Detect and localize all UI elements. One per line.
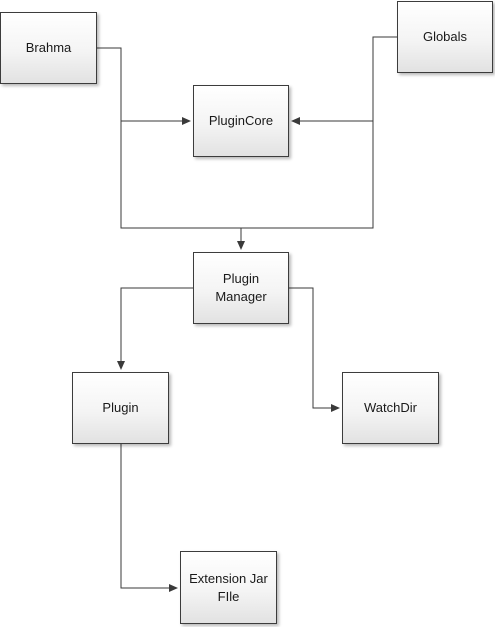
edge-globals-to-plugincore [291, 36, 397, 125]
node-extension-jar-file: Extension Jar FIle [180, 551, 277, 624]
node-watchdir-label: WatchDir [364, 400, 417, 415]
edge-globals-to-plugin-manager [241, 121, 374, 229]
node-extension-jar-label-line1: Extension Jar [189, 570, 268, 586]
node-brahma: Brahma [0, 12, 97, 84]
edge-plugin-manager-to-watchdir [289, 287, 340, 412]
node-plugin-manager-label-line2: Manager [215, 289, 267, 304]
edge-brahma-to-plugin-manager [120, 121, 241, 229]
node-watchdir: WatchDir [342, 372, 439, 444]
edge-brahma-to-plugincore [97, 47, 191, 125]
node-brahma-label: Brahma [25, 40, 72, 55]
node-plugin-manager: Plugin Manager [193, 252, 289, 324]
edge-plugin-to-extension-jar [120, 444, 178, 592]
node-plugin-label: Plugin [102, 400, 139, 415]
edge-plugin-manager-to-plugin [117, 287, 193, 370]
node-plugincore-label: PluginCore [208, 113, 274, 128]
node-extension-jar-label-line2: FIle [217, 588, 240, 604]
node-plugin-manager-label-line1: Plugin [222, 271, 260, 286]
node-plugincore: PluginCore [193, 85, 289, 157]
node-plugin: Plugin [72, 372, 169, 444]
node-globals-label: Globals [422, 29, 468, 44]
node-globals: Globals [397, 1, 493, 73]
